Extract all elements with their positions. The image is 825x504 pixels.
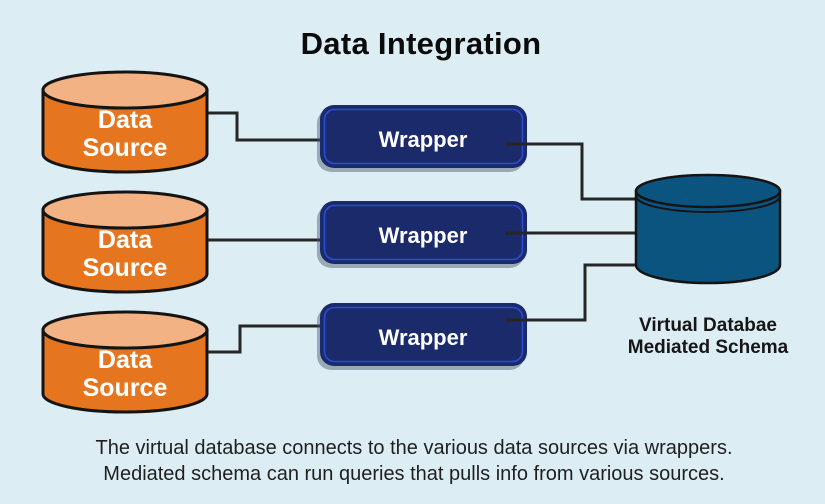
wrapper-3: Wrapper (317, 303, 527, 370)
data-source-label-line1: Data (98, 226, 153, 254)
caption-line2: Mediated schema can run queries that pul… (103, 463, 724, 485)
data-source-3: Data Source (41, 310, 209, 414)
database-cylinder-icon (41, 88, 209, 174)
wrapper-label: Wrapper (379, 223, 468, 248)
virtual-database-lid-line (635, 195, 781, 213)
data-source-1: Data Source (41, 70, 209, 174)
wrapper-1: Wrapper (317, 105, 527, 172)
connector-wrapper1-database (505, 142, 640, 201)
connector-wrapper3-database (505, 263, 640, 322)
data-source-2: Data Source (41, 190, 209, 294)
wrapper-box (320, 303, 527, 366)
database-cylinder-icon (41, 328, 209, 414)
wrapper-label: Wrapper (379, 127, 468, 152)
wrapper-label: Wrapper (379, 325, 468, 350)
wrapper-box (320, 105, 527, 168)
database-cylinder-top (41, 70, 209, 110)
virtual-database-label-line2: Mediated Schema (628, 337, 789, 358)
database-cylinder-icon (41, 208, 209, 294)
data-source-label-line2: Source (83, 134, 168, 162)
caption: The virtual database connects to the var… (95, 437, 732, 485)
wrapper-box-inner-border (323, 306, 524, 363)
virtual-database-label-line1: Virtual Databae (639, 315, 777, 336)
data-source-label-line1: Data (98, 346, 153, 374)
caption-line1: The virtual database connects to the var… (95, 437, 732, 459)
virtual-database-cylinder-icon (634, 189, 782, 285)
data-source-label-line2: Source (83, 254, 168, 282)
database-cylinder-top (41, 310, 209, 350)
connector-source3-wrapper3 (200, 324, 324, 354)
page-title: Data Integration (301, 26, 542, 61)
virtual-database: Virtual Databae Mediated Schema (628, 173, 789, 358)
wrapper-box (320, 201, 527, 264)
virtual-database-cylinder-top (634, 173, 782, 209)
data-source-label-line1: Data (98, 106, 153, 134)
wrapper-box-inner-border (323, 108, 524, 165)
wrapper-2: Wrapper (317, 201, 527, 268)
connector-source1-wrapper1 (200, 111, 324, 142)
data-source-label-line2: Source (83, 374, 168, 402)
database-cylinder-top (41, 190, 209, 230)
